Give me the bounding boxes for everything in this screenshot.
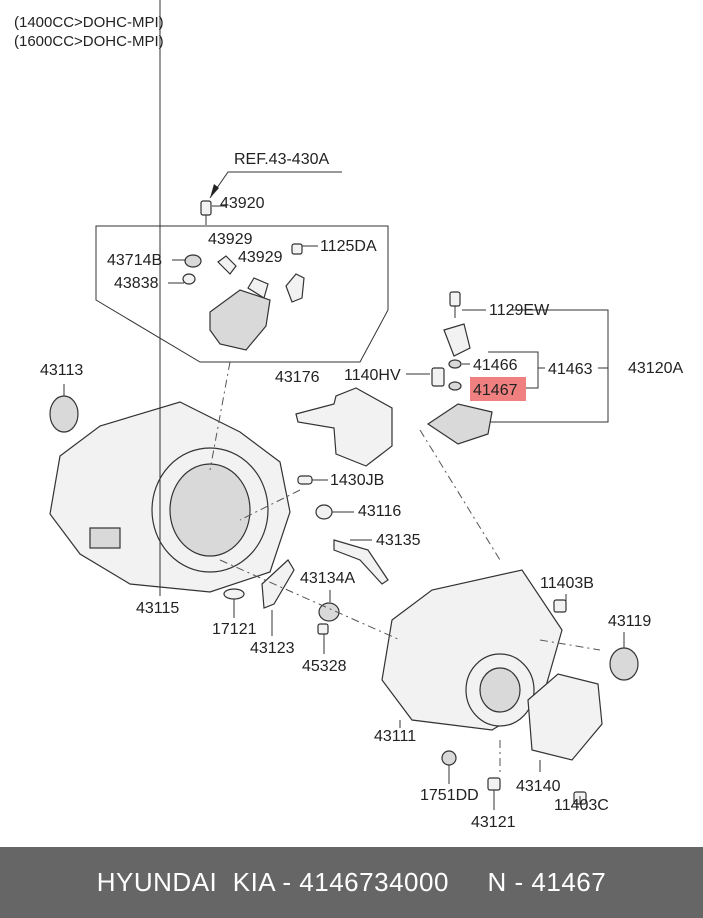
small-parts-bottom	[441, 599, 587, 805]
label-1129EW: 1129EW	[489, 302, 550, 319]
lever-bracket-parts	[426, 291, 493, 445]
label-43134A: 43134A	[300, 570, 355, 587]
label-17121: 17121	[212, 621, 257, 638]
clutch-housing-43115	[49, 401, 291, 593]
label-45328: 45328	[302, 658, 347, 675]
label-41467: 41467	[473, 382, 518, 399]
label-43113: 43113	[40, 362, 83, 379]
label-43111: 43111	[374, 728, 416, 745]
label-43929-a: 43929	[208, 231, 253, 248]
ref-leader	[209, 171, 342, 199]
shift-group-outline	[95, 225, 389, 363]
footer-part-ref: N - 41467	[487, 867, 607, 897]
exploded-parts-diagram: REF.43-430A 43920 43929 1125DA 43714B 43…	[40, 0, 683, 831]
highlight-41467	[470, 377, 526, 401]
bracket-43176-shape	[295, 387, 393, 467]
label-1140HV: 1140HV	[344, 367, 401, 384]
label-43838: 43838	[114, 275, 159, 292]
label-43714B: 43714B	[107, 252, 162, 269]
label-1125DA: 1125DA	[320, 238, 377, 255]
shift-lever-parts	[182, 200, 305, 351]
footer-text: HYUNDAI KIA - 4146734000 N - 41467	[0, 847, 703, 918]
label-41463: 41463	[548, 361, 593, 378]
label-1751DD: 1751DD	[420, 787, 479, 804]
label-11403B: 11403B	[540, 575, 594, 592]
label-43135: 43135	[376, 532, 421, 549]
assembly-dash-lines	[209, 361, 601, 775]
label-43929-b: 43929	[238, 249, 283, 266]
label-43920: 43920	[220, 195, 265, 212]
seal-43119-shape	[609, 647, 639, 681]
label-11403C: 11403C	[554, 797, 609, 814]
label-ref: REF.43-430A	[234, 151, 329, 168]
header-line-1: (1400CC>DOHC-MPI)	[14, 14, 164, 31]
footer-bar: HYUNDAI KIA - 4146734000 N - 41467	[0, 847, 703, 918]
label-1430JB: 1430JB	[330, 472, 384, 489]
label-43116: 43116	[358, 503, 401, 520]
transmission-case-43111	[381, 569, 563, 731]
label-43123: 43123	[250, 640, 295, 657]
seal-43113-shape	[49, 395, 79, 433]
bracket-43120A	[490, 309, 609, 423]
label-43176: 43176	[275, 369, 320, 386]
label-43140: 43140	[516, 778, 561, 795]
leader-lines	[63, 0, 625, 810]
cover-43140-shape	[527, 673, 603, 761]
label-41466: 41466	[473, 357, 518, 374]
label-43121: 43121	[471, 814, 516, 831]
small-parts-middle	[223, 475, 389, 635]
bracket-41463	[488, 351, 539, 389]
label-43120A: 43120A	[628, 360, 683, 377]
footer-spacer	[449, 867, 488, 898]
header-line-2: (1600CC>DOHC-MPI)	[14, 33, 164, 50]
footer-brand-partnumber: HYUNDAI KIA - 4146734000	[96, 867, 449, 897]
label-43119: 43119	[608, 613, 651, 630]
label-43115: 43115	[136, 600, 179, 617]
